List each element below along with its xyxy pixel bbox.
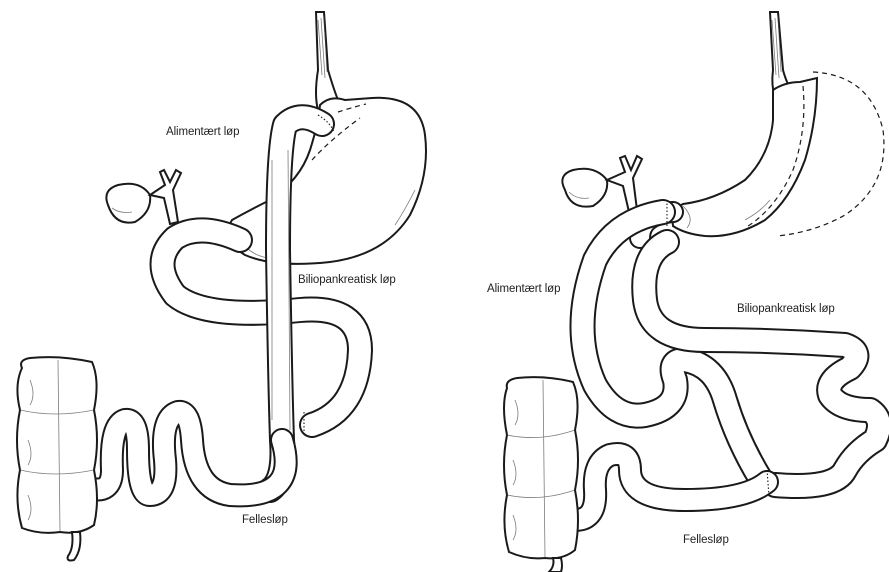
gallbladder — [106, 184, 150, 223]
esophagus — [316, 12, 338, 110]
common-channel — [88, 412, 286, 496]
label-biliopancreatic-limb: Biliopankreatisk løp — [737, 303, 835, 315]
bile-duct — [607, 156, 642, 212]
bile-duct — [150, 170, 181, 224]
sleeve-stomach — [673, 78, 817, 236]
left-anatomy-drawing — [0, 0, 444, 572]
label-common-channel: Fellesløp — [683, 534, 729, 546]
right-diagram: Alimentært løp Biliopankreatisk løp Fell… — [445, 0, 889, 572]
common-channel — [555, 454, 767, 520]
label-alimentary-limb: Alimentært løp — [166, 126, 239, 138]
gallbladder — [562, 169, 607, 207]
label-common-channel: Fellesløp — [242, 514, 288, 526]
label-biliopancreatic-limb: Biliopankreatisk løp — [298, 274, 396, 286]
label-alimentary-limb: Alimentært løp — [487, 283, 560, 295]
colon — [17, 357, 97, 560]
colon — [504, 377, 578, 572]
left-diagram: Alimentært løp Biliopankreatisk løp Fell… — [0, 0, 444, 572]
